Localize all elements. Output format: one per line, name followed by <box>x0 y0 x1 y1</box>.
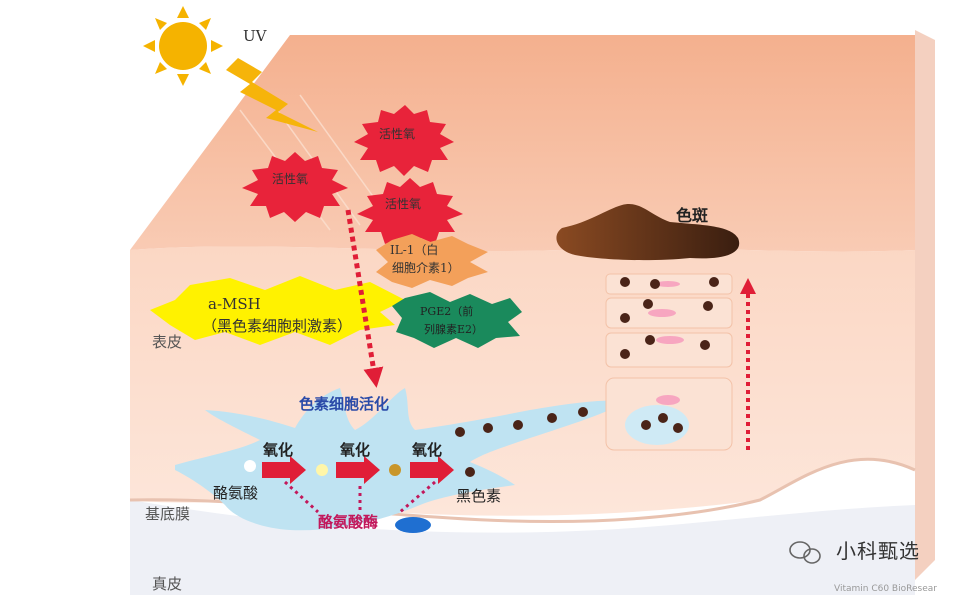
watermark-vendor: Vitamin C60 BioResear <box>834 584 937 594</box>
ros-star-1 <box>354 105 454 176</box>
dopaquinone-molecule <box>389 464 401 476</box>
activation-arrow <box>345 209 384 388</box>
pigment-spot <box>556 203 740 261</box>
epidermis-label: 表皮 <box>152 333 183 351</box>
il1-badge <box>376 234 488 288</box>
tyrosinase-links <box>283 480 436 514</box>
msh-badge <box>150 276 405 345</box>
dopa-molecule <box>316 464 328 476</box>
il1-label-line2: 细胞介素1） <box>392 261 460 275</box>
melanocyte-activation-label: 色素细胞活化 <box>299 395 390 413</box>
ros-label-3: 活性氧 <box>385 197 422 211</box>
oxidation-arrows <box>262 456 454 484</box>
ros-label-1: 活性氧 <box>379 127 416 141</box>
cell-nucleus <box>395 517 431 533</box>
oxidation-label-1: 氧化 <box>263 441 294 459</box>
keratinocyte-stack <box>605 273 733 451</box>
melanin-granules-dendrite <box>455 407 588 477</box>
msh-label-line2: （黑色素细胞刺激素） <box>202 317 353 335</box>
il1-label-line1: IL-1（白 <box>390 243 439 257</box>
ros-star-2 <box>242 152 348 222</box>
melanin-granules-keratinocytes <box>620 277 719 433</box>
pigment-spot-label: 色斑 <box>676 206 709 225</box>
ros-label-2: 活性氧 <box>272 172 309 186</box>
pge2-label-line1: PGE2（前 <box>420 305 474 318</box>
msh-label-line1: a-MSH <box>208 295 261 313</box>
watermark-brand: 小科甄选 <box>836 539 920 563</box>
oxidation-label-2: 氧化 <box>340 441 371 459</box>
wechat-logo-icon <box>789 541 821 564</box>
uv-label: UV <box>243 27 267 45</box>
lightning-bolt-icon <box>226 58 318 132</box>
tyrosine-label: 酪氨酸 <box>213 484 259 502</box>
dermis-layer <box>130 500 915 595</box>
ros-star-3 <box>357 178 463 248</box>
tyrosine-molecule <box>244 460 256 472</box>
basement-membrane-label: 基底膜 <box>145 505 191 523</box>
melanocyte-cell <box>175 388 625 531</box>
pge2-badge <box>392 292 522 348</box>
block-side-face <box>915 30 935 580</box>
oxidation-label-3: 氧化 <box>412 441 443 459</box>
melanin-label: 黑色素 <box>456 487 502 505</box>
pge2-label-line2: 列腺素E2） <box>424 323 484 336</box>
sun-icon <box>143 6 223 86</box>
tyrosinase-label: 酪氨酸酶 <box>318 513 379 531</box>
dermis-label: 真皮 <box>152 575 183 593</box>
